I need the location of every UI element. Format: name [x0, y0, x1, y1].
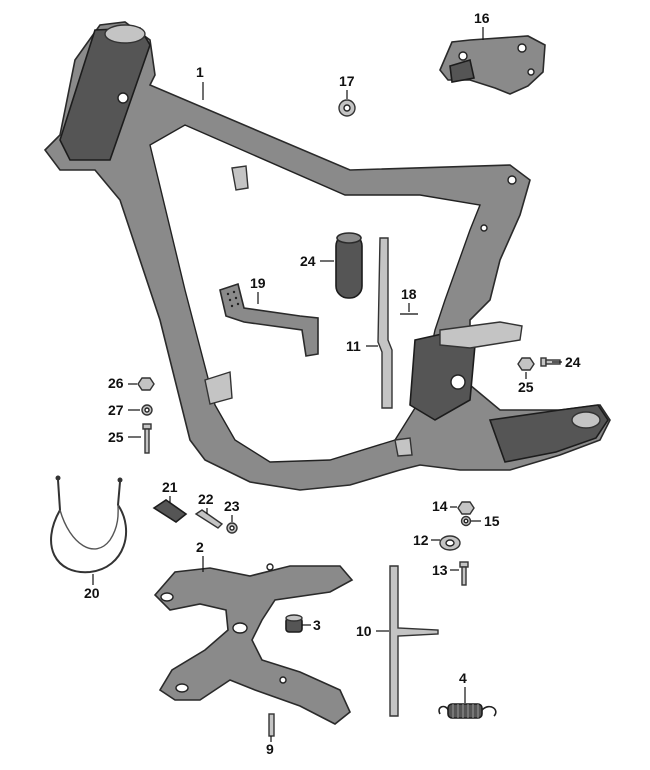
- callout-15: 15: [484, 513, 500, 529]
- callout-24-sleeve: 24: [300, 253, 316, 269]
- part-4-spring: [438, 703, 497, 719]
- part-24-rubber-sleeve: [335, 232, 363, 299]
- callout-25-left: 25: [108, 429, 124, 445]
- callout-21: 21: [162, 479, 178, 495]
- part-12-clamp: [439, 535, 461, 551]
- part-10-t-bar: [389, 565, 439, 717]
- part-2-stand: [153, 563, 354, 725]
- callout-17: 17: [339, 73, 355, 89]
- part-3-cap: [285, 614, 303, 633]
- part-15-washer: [460, 515, 472, 527]
- callout-27: 27: [108, 402, 124, 418]
- callout-25-right: 25: [518, 379, 534, 395]
- callout-23: 23: [224, 498, 240, 514]
- callout-16: 16: [474, 10, 490, 26]
- part-25-bolt-left: [142, 423, 152, 454]
- callouts: 1 2 3 4 9 10 11 12 13 14 15 16 1: [84, 10, 581, 757]
- callout-4: 4: [459, 670, 467, 686]
- part-16-bracket-plate: [439, 35, 546, 95]
- callout-24-bolt: 24: [565, 354, 581, 370]
- callout-19: 19: [250, 275, 266, 291]
- part-27-washer: [141, 404, 153, 416]
- part-21-sleeve: [152, 499, 188, 523]
- callout-13: 13: [432, 562, 448, 578]
- callout-14: 14: [432, 498, 448, 514]
- callout-1: 1: [196, 64, 204, 80]
- part-1-frame: [43, 21, 611, 491]
- callout-10: 10: [356, 623, 372, 639]
- callout-18: 18: [401, 286, 417, 302]
- callout-20: 20: [84, 585, 100, 601]
- part-17-washer: [338, 99, 356, 117]
- callout-22: 22: [198, 491, 214, 507]
- callout-2: 2: [196, 539, 204, 555]
- callout-12: 12: [413, 532, 429, 548]
- part-11-rod: [377, 237, 393, 409]
- callout-26: 26: [108, 375, 124, 391]
- part-26-nut: [137, 377, 155, 391]
- callout-11: 11: [346, 338, 361, 354]
- part-19-footrest-lever: [219, 282, 319, 357]
- part-9-pin: [268, 713, 275, 737]
- part-20-cable: [50, 475, 127, 574]
- part-23-washer: [226, 522, 238, 534]
- part-14-nut: [457, 501, 475, 515]
- part-22-bolt: [194, 509, 224, 529]
- part-25-nut-right: [517, 357, 535, 371]
- part-13-bolt: [459, 561, 469, 586]
- callout-9: 9: [266, 741, 274, 757]
- callout-3: 3: [313, 617, 321, 633]
